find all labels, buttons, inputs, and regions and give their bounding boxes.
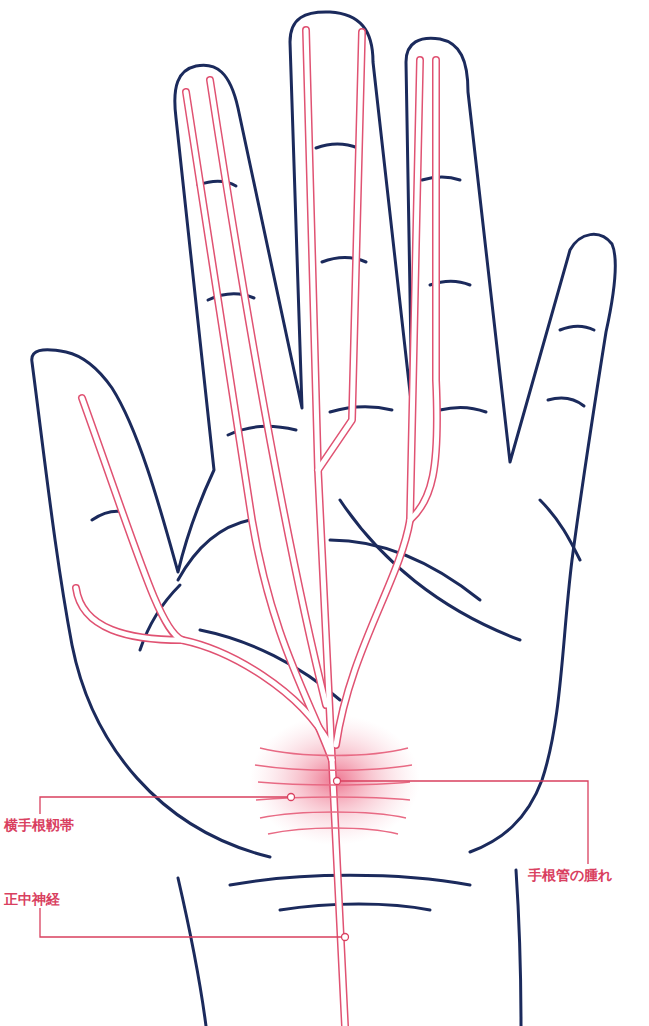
median-nerve <box>76 30 437 1026</box>
part-label: 横手根靱帯 <box>4 816 74 834</box>
leader-lines <box>40 778 588 941</box>
part-label: 手根管の腫れ <box>528 866 612 884</box>
part-label: 正中神経 <box>4 890 60 908</box>
hand-outline <box>32 12 615 1026</box>
ligament-lines <box>255 748 412 834</box>
